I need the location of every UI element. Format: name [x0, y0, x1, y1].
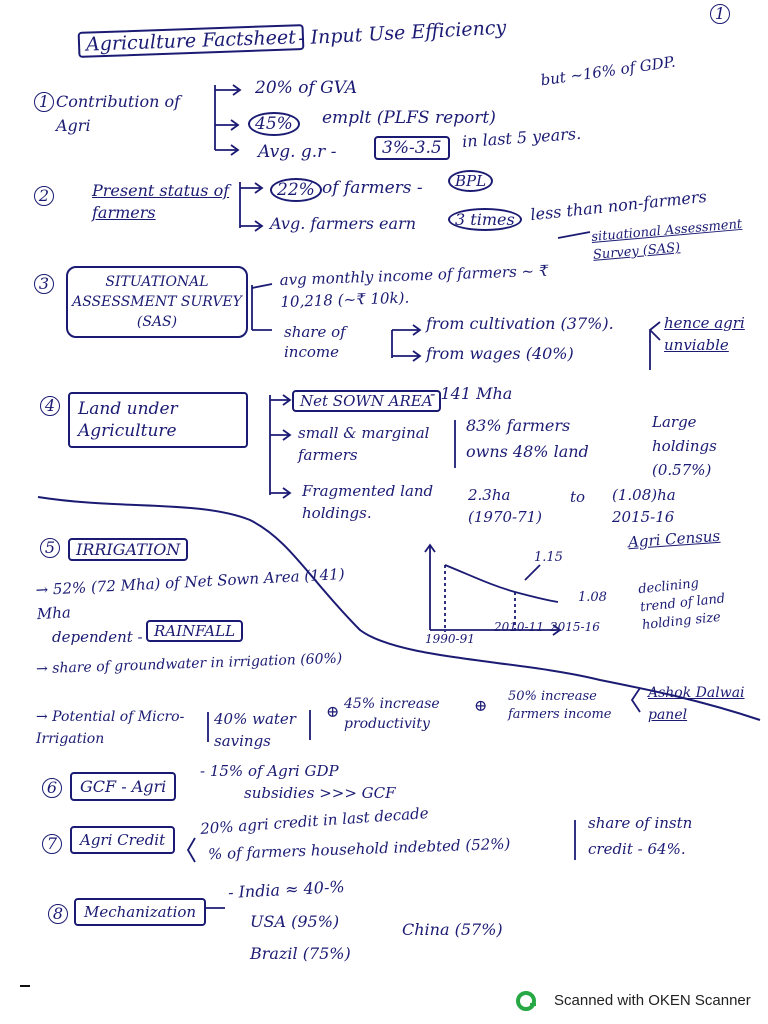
s3-note: hence agri unviable — [664, 314, 745, 354]
section-4-label: Land under Agriculture — [68, 392, 248, 448]
s4-small-marginal: small & marginal farmers — [298, 424, 430, 464]
s4-net-sown-value: - 141 Mha — [430, 384, 513, 403]
chart-note: declining trend of land holding size — [637, 576, 726, 634]
scanner-logo-icon — [516, 990, 538, 1012]
s3-wages: from wages (40%) — [426, 344, 574, 363]
s1-employment-share: 45% — [248, 112, 300, 136]
chart-label-115: 1.15 — [534, 550, 563, 565]
s3-cultivation: from cultivation (37%). — [426, 314, 614, 333]
section-7-number: 7 — [42, 834, 62, 854]
s5-water-savings: 40% water savings — [214, 710, 296, 750]
section-4-number: 4 — [40, 396, 60, 416]
s6-subsidies: subsidies >>> GCF — [244, 784, 396, 802]
plus-icon: ⊕ — [474, 696, 488, 715]
s4-fragmented: Fragmented land holdings. — [302, 482, 434, 522]
section-7-label: Agri Credit — [70, 826, 176, 854]
section-2-number: 2 — [34, 186, 54, 206]
chart-xtick-1990: 1990-91 — [425, 632, 475, 646]
s2-earn-times: 3 times — [448, 208, 522, 231]
s2-bpl-badge: BPL — [448, 170, 494, 192]
s4-land-share: owns 48% land — [466, 442, 589, 461]
section-2-label: Present status of farmers — [92, 181, 230, 222]
s5-rainfall: RAINFALL — [146, 620, 244, 642]
chart-xtick-2010: 2010-11 — [494, 620, 544, 634]
section-3-label: SITUATIONAL ASSESSMENT SURVEY (SAS) — [66, 266, 248, 338]
s1-employment-label: emplt (PLFS report) — [322, 108, 496, 128]
s4-holding-1970: 2.3ha (1970-71) — [468, 486, 543, 526]
s5-income: 50% increase farmers income — [508, 689, 612, 722]
s5-productivity: 45% increase productivity — [344, 696, 440, 732]
section-8-label: Mechanization — [74, 898, 207, 926]
s4-net-sown-area: Net SOWN AREA — [292, 390, 441, 412]
s8-brazil: Brazil (75%) — [250, 944, 351, 963]
s4-to: to — [570, 488, 586, 506]
page-number: 1 — [710, 4, 730, 24]
s8-china: China (57%) — [402, 920, 503, 939]
s5-micro-irrigation: → Potential of Micro-Irrigation — [36, 709, 185, 747]
section-5-number: 5 — [40, 538, 60, 558]
section-1-label: Contribution of Agri — [56, 92, 181, 135]
scanner-footer: Scanned with OKEN Scanner — [554, 992, 751, 1009]
section-6-number: 6 — [42, 778, 62, 798]
s6-gdp-share: - 15% of Agri GDP — [200, 762, 339, 780]
section-5-label: IRRIGATION — [68, 538, 189, 561]
section-3-number: 3 — [34, 274, 54, 294]
s2-bpl-share: 22% — [270, 178, 322, 202]
s4-large-holdings: Large holdings (0.57%) — [652, 413, 717, 479]
s7-institutional-credit: share of instn credit - 64%. — [588, 814, 693, 858]
section-6-label: GCF - Agri — [70, 772, 177, 801]
s2-earn-label: Avg. farmers earn — [270, 214, 417, 233]
s1-line1: 20% of GVA — [255, 78, 358, 98]
section-8-number: 8 — [48, 904, 68, 924]
s8-usa: USA (95%) — [250, 912, 340, 931]
s3-share-label: share of income — [284, 323, 346, 361]
s5-dependent: dependent - — [52, 628, 143, 646]
s2-bpl-label: of farmers - — [322, 178, 423, 198]
plus-icon: ⊕ — [326, 702, 340, 721]
s4-farmers-share: 83% farmers — [466, 416, 571, 435]
stray-mark — [20, 985, 30, 987]
chart-label-108: 1.08 — [578, 590, 607, 605]
s5-dalwai-panel: Ashok Dalwai panel — [648, 685, 745, 723]
s1-growth-rate: 3%-3.5 — [374, 136, 450, 160]
s1-growth-label: Avg. g.r - — [258, 142, 337, 162]
s4-holding-2015: (1.08)ha 2015-16 — [612, 486, 676, 526]
section-1-number: 1 — [34, 92, 54, 112]
chart-xtick-2015: 2015-16 — [550, 620, 600, 634]
